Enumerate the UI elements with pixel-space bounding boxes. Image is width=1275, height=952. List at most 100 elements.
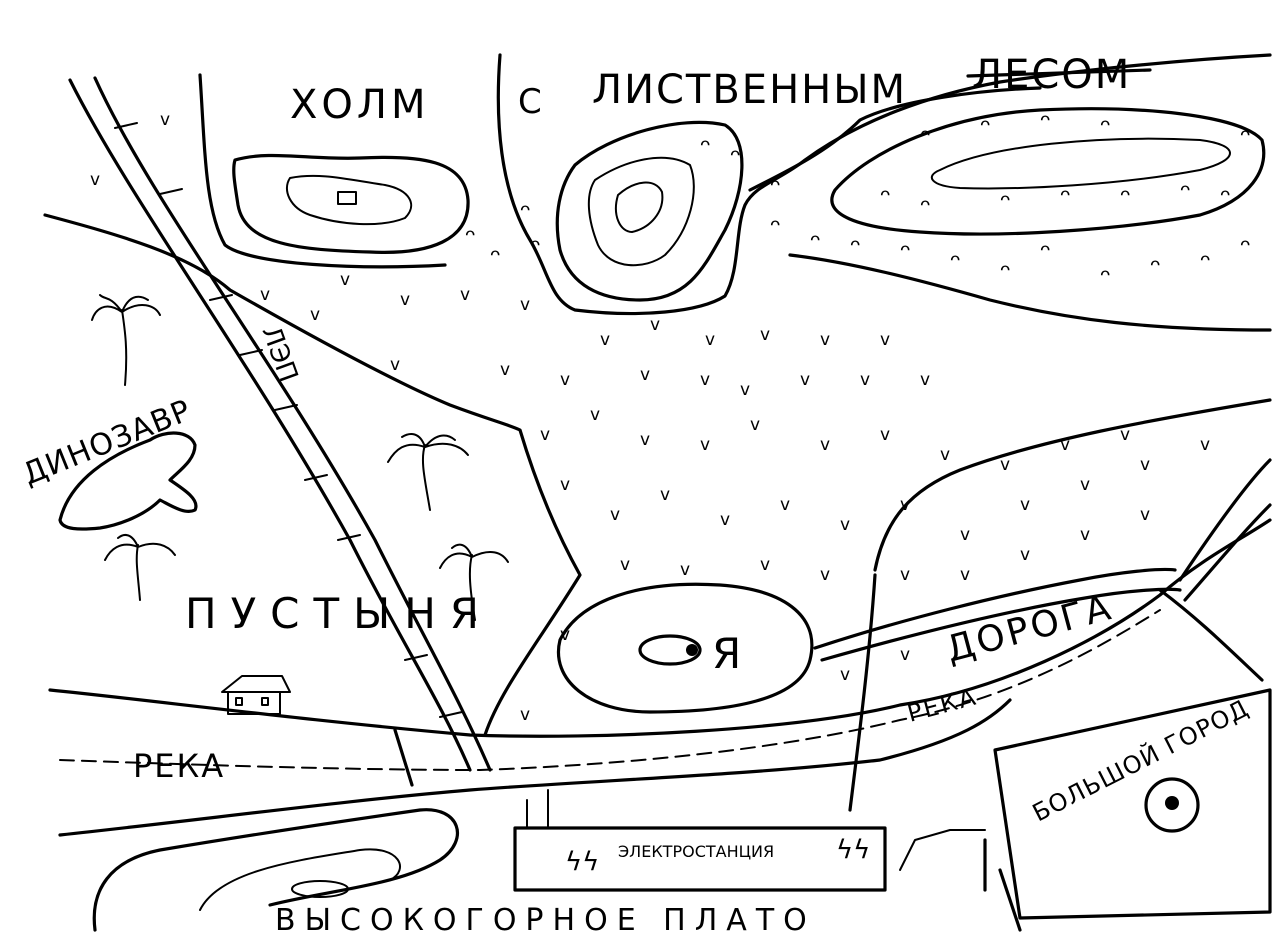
road [813, 458, 1272, 662]
svg-text:v: v [960, 565, 970, 585]
river [48, 518, 1272, 837]
lightning-icon: ϟϟ [565, 847, 599, 877]
me-location [556, 582, 814, 714]
svg-text:ᴖ: ᴖ [490, 245, 500, 265]
road-label: ДОРОГА [942, 587, 1118, 671]
hill-label: ХОЛМ [290, 82, 429, 128]
svg-text:v: v [540, 425, 550, 445]
svg-text:ᴖ: ᴖ [1040, 240, 1050, 260]
svg-text:ᴖ: ᴖ [920, 125, 930, 145]
svg-text:ᴖ: ᴖ [700, 135, 710, 155]
svg-text:v: v [640, 430, 650, 450]
svg-text:v: v [1140, 505, 1150, 525]
plateau-region [92, 808, 459, 932]
svg-text:v: v [1080, 475, 1090, 495]
svg-text:v: v [940, 445, 950, 465]
svg-text:v: v [400, 290, 410, 310]
road-bottom [983, 838, 1022, 932]
me-label: Я [712, 629, 741, 678]
svg-text:v: v [740, 380, 750, 400]
big-city-region [993, 688, 1272, 920]
svg-text:v: v [340, 270, 350, 290]
power-line [68, 76, 492, 772]
svg-text:v: v [640, 365, 650, 385]
svg-text:v: v [900, 645, 910, 665]
svg-text:v: v [750, 415, 760, 435]
svg-text:ᴖ: ᴖ [1100, 115, 1110, 135]
river-left-label: РЕКА [133, 747, 225, 785]
field-boundaries [43, 213, 1272, 812]
desert-region [58, 294, 509, 715]
svg-text:ᴖ: ᴖ [465, 225, 475, 245]
dinosaur-label: ДИНОЗАВР [18, 393, 197, 492]
river-right-label: РЕКА [904, 682, 980, 727]
svg-text:v: v [610, 505, 620, 525]
svg-text:v: v [820, 435, 830, 455]
svg-text:ᴖ: ᴖ [1220, 185, 1230, 205]
svg-text:v: v [920, 370, 930, 390]
svg-text:v: v [680, 560, 690, 580]
svg-text:v: v [1120, 425, 1130, 445]
svg-text:ᴖ: ᴖ [770, 215, 780, 235]
plateau-label: ВЫСОКОГОРНОЕ ПЛАТО [275, 903, 816, 938]
svg-text:v: v [560, 625, 570, 645]
svg-text:ᴖ: ᴖ [980, 115, 990, 135]
svg-text:v: v [520, 705, 530, 725]
svg-text:v: v [705, 330, 715, 350]
svg-text:ᴖ: ᴖ [530, 235, 540, 255]
svg-text:ᴖ: ᴖ [850, 235, 860, 255]
svg-text:v: v [600, 330, 610, 350]
svg-text:ᴖ: ᴖ [1180, 180, 1190, 200]
svg-text:ᴖ: ᴖ [1000, 260, 1010, 280]
me-marker-icon [686, 644, 698, 656]
hill-with-label: С [518, 82, 542, 122]
svg-text:v: v [880, 330, 890, 350]
svg-text:v: v [960, 525, 970, 545]
svg-text:v: v [560, 370, 570, 390]
svg-text:v: v [840, 515, 850, 535]
svg-text:v: v [650, 315, 660, 335]
svg-text:v: v [700, 435, 710, 455]
svg-text:v: v [590, 405, 600, 425]
svg-text:v: v [460, 285, 470, 305]
deciduous-label: ЛИСТВЕННЫМ [592, 67, 907, 113]
svg-text:v: v [760, 325, 770, 345]
svg-text:v: v [860, 370, 870, 390]
power-station-region: ϟϟ ϟϟ [513, 789, 986, 892]
svg-text:ᴖ: ᴖ [1100, 265, 1110, 285]
svg-text:ᴖ: ᴖ [1000, 190, 1010, 210]
svg-text:ᴖ: ᴖ [1150, 255, 1160, 275]
svg-text:v: v [390, 355, 400, 375]
house-icon [221, 675, 291, 715]
svg-text:ᴖ: ᴖ [810, 230, 820, 250]
svg-text:ᴖ: ᴖ [920, 195, 930, 215]
svg-text:ᴖ: ᴖ [1200, 250, 1210, 270]
svg-text:v: v [620, 555, 630, 575]
svg-text:v: v [1060, 435, 1070, 455]
svg-text:ᴖ: ᴖ [900, 240, 910, 260]
svg-text:ᴖ: ᴖ [1040, 110, 1050, 130]
svg-text:ᴖ: ᴖ [730, 145, 740, 165]
svg-text:ᴖ: ᴖ [520, 200, 530, 220]
svg-text:ᴖ: ᴖ [1240, 125, 1250, 145]
svg-text:v: v [1140, 455, 1150, 475]
svg-text:ᴖ: ᴖ [1060, 185, 1070, 205]
svg-text:v: v [500, 360, 510, 380]
svg-text:v: v [520, 295, 530, 315]
dinosaur-icon [58, 431, 198, 531]
desert-label: ПУСТЫНЯ [185, 589, 493, 638]
svg-text:v: v [1000, 455, 1010, 475]
svg-text:ᴖ: ᴖ [1240, 235, 1250, 255]
svg-text:v: v [800, 370, 810, 390]
svg-text:ᴖ: ᴖ [880, 185, 890, 205]
svg-text:v: v [820, 330, 830, 350]
pylon-icon [114, 122, 463, 718]
svg-text:v: v [1020, 545, 1030, 565]
svg-text:v: v [90, 170, 100, 190]
svg-text:v: v [780, 495, 790, 515]
svg-text:ᴖ: ᴖ [950, 250, 960, 270]
svg-text:ᴖ: ᴖ [770, 175, 780, 195]
svg-text:v: v [310, 305, 320, 325]
